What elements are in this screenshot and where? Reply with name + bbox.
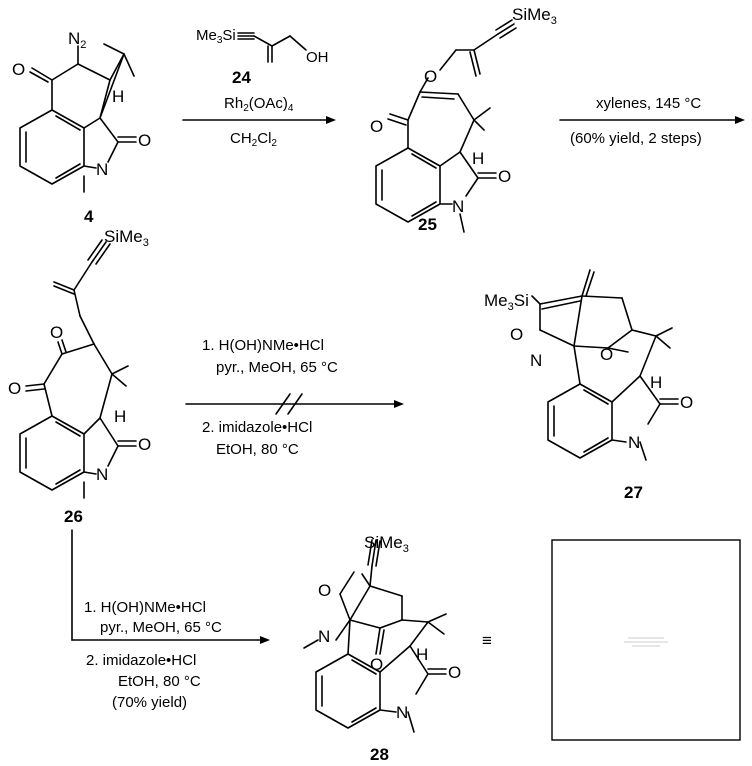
compound-label-24: 24 xyxy=(232,68,251,87)
atom-o: O xyxy=(600,345,613,364)
arrow-head xyxy=(326,116,336,124)
atom-sime3: SiMe3 xyxy=(364,533,409,555)
atom-o: O xyxy=(424,67,437,86)
arrow-head xyxy=(260,636,270,644)
atom-h: H xyxy=(416,645,428,664)
atom-n: N xyxy=(318,627,330,646)
compound-28-structure xyxy=(303,539,447,733)
condition-3-line2: pyr., MeOH, 65 °C xyxy=(216,359,338,376)
compound-label-26: 26 xyxy=(64,507,83,526)
atom-n: N xyxy=(396,703,408,722)
compound-label-27: 27 xyxy=(624,483,643,502)
equivalence-symbol: ≡ xyxy=(482,631,492,650)
atom-sime3: SiMe3 xyxy=(512,5,557,27)
atom-oh: OH xyxy=(306,49,329,66)
compound-label-28: 28 xyxy=(370,745,389,764)
3d-model-frame xyxy=(551,539,741,741)
atom-o: O xyxy=(318,581,331,600)
atom-n: N xyxy=(96,465,108,484)
condition-reagent: Rh2(OAc)4 xyxy=(224,95,294,114)
failed-reaction-mark xyxy=(275,393,291,415)
atom-o: O xyxy=(448,663,461,682)
compound-4-structure xyxy=(19,43,137,193)
atom-n2: N2 xyxy=(68,29,86,51)
atom-o: O xyxy=(370,655,383,674)
atom-o: O xyxy=(50,323,63,342)
atom-n: N xyxy=(96,160,108,179)
atom-h: H xyxy=(650,373,662,392)
atom-n: N xyxy=(452,197,464,216)
condition-solvent: CH2Cl2 xyxy=(230,130,277,149)
atom-h: H xyxy=(472,149,484,168)
condition-3-line4: EtOH, 80 °C xyxy=(216,441,299,458)
compound-label-4: 4 xyxy=(84,207,94,226)
compound-label-25: 25 xyxy=(418,215,437,234)
atom-o: O xyxy=(510,325,523,344)
compound-25-structure xyxy=(375,19,517,233)
condition-4-line3: 2. imidazole•HCl xyxy=(86,652,196,669)
compound-26-structure xyxy=(19,239,137,499)
atom-n: N xyxy=(628,433,640,452)
3d-model-placeholder xyxy=(624,637,668,647)
atom-h: H xyxy=(112,87,124,106)
atom-me3si: Me3Si xyxy=(196,27,236,46)
condition-3-line1: 1. H(OH)NMe•HCl xyxy=(202,337,324,354)
atom-o: O xyxy=(138,131,151,150)
atom-h: H xyxy=(114,407,126,426)
atom-o: O xyxy=(370,117,383,136)
condition-4-line1: 1. H(OH)NMe•HCl xyxy=(84,599,206,616)
condition-2-line2: (60% yield, 2 steps) xyxy=(570,130,702,147)
condition-4-line5: (70% yield) xyxy=(112,694,187,711)
condition-3-line3: 2. imidazole•HCl xyxy=(202,419,312,436)
compound-27-structure xyxy=(531,269,679,461)
atom-n: N xyxy=(530,351,542,370)
atom-o: O xyxy=(8,379,21,398)
atom-o: O xyxy=(680,393,693,412)
condition-2-line1: xylenes, 145 °C xyxy=(596,95,701,112)
compound-24-structure xyxy=(237,32,307,63)
condition-4-line2: pyr., MeOH, 65 °C xyxy=(100,619,222,636)
atom-me3si: Me3Si xyxy=(484,291,529,313)
failed-reaction-mark xyxy=(287,393,303,415)
atom-o: O xyxy=(138,435,151,454)
condition-4-line4: EtOH, 80 °C xyxy=(118,673,201,690)
atom-o: O xyxy=(12,60,25,79)
arrow-head xyxy=(394,400,404,408)
arrow-head xyxy=(735,116,745,124)
atom-o: O xyxy=(498,167,511,186)
atom-sime3: SiMe3 xyxy=(104,227,149,249)
